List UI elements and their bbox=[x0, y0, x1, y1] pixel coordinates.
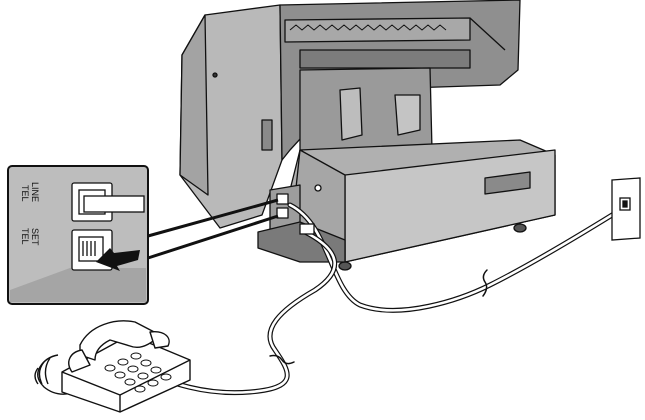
wall-jack-icon bbox=[611, 177, 641, 241]
insert-arrow-icon bbox=[96, 248, 140, 271]
tel-set-label-1: TEL bbox=[20, 228, 30, 245]
tel-line-label-1: TEL bbox=[20, 185, 30, 202]
telephone-icon bbox=[34, 320, 191, 413]
tel-line-jack bbox=[71, 182, 145, 222]
inset-leader-lines bbox=[147, 198, 279, 260]
tel-line-label-2: LINE bbox=[30, 182, 40, 202]
telephone-cords bbox=[137, 202, 628, 396]
tel-set-label-2: SET bbox=[30, 228, 40, 246]
port-inset: TEL LINE TEL SET bbox=[7, 165, 149, 305]
